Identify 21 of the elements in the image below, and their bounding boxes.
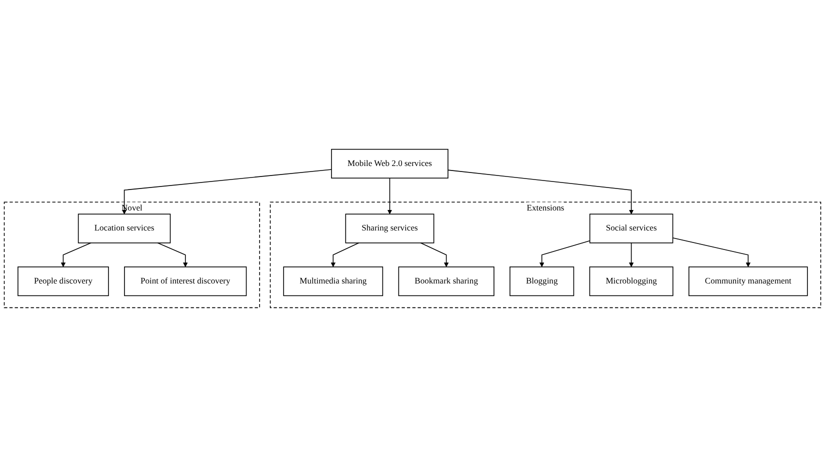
arrow xyxy=(330,242,360,268)
node-box: Community management xyxy=(688,266,808,296)
node-box: Bookmark sharing xyxy=(398,266,494,296)
arrow xyxy=(628,242,634,268)
node-box: Location services xyxy=(78,214,171,244)
node-box: Social services xyxy=(589,214,674,244)
arrow xyxy=(387,178,392,214)
node-box: Microblogging xyxy=(589,266,674,296)
arrow xyxy=(60,242,92,268)
arrow xyxy=(122,169,332,214)
node-box: Multimedia sharing xyxy=(283,266,384,296)
arrow xyxy=(420,242,449,268)
node-box: Point of interest discovery xyxy=(124,266,247,296)
arrow xyxy=(540,240,590,268)
node-box: Sharing services xyxy=(345,214,434,244)
node-box: People discovery xyxy=(18,266,109,296)
arrow xyxy=(448,170,634,214)
node-box: Blogging xyxy=(510,266,574,296)
node-box: Mobile Web 2.0 services xyxy=(331,148,448,178)
arrow xyxy=(672,237,750,268)
arrow xyxy=(157,242,188,268)
